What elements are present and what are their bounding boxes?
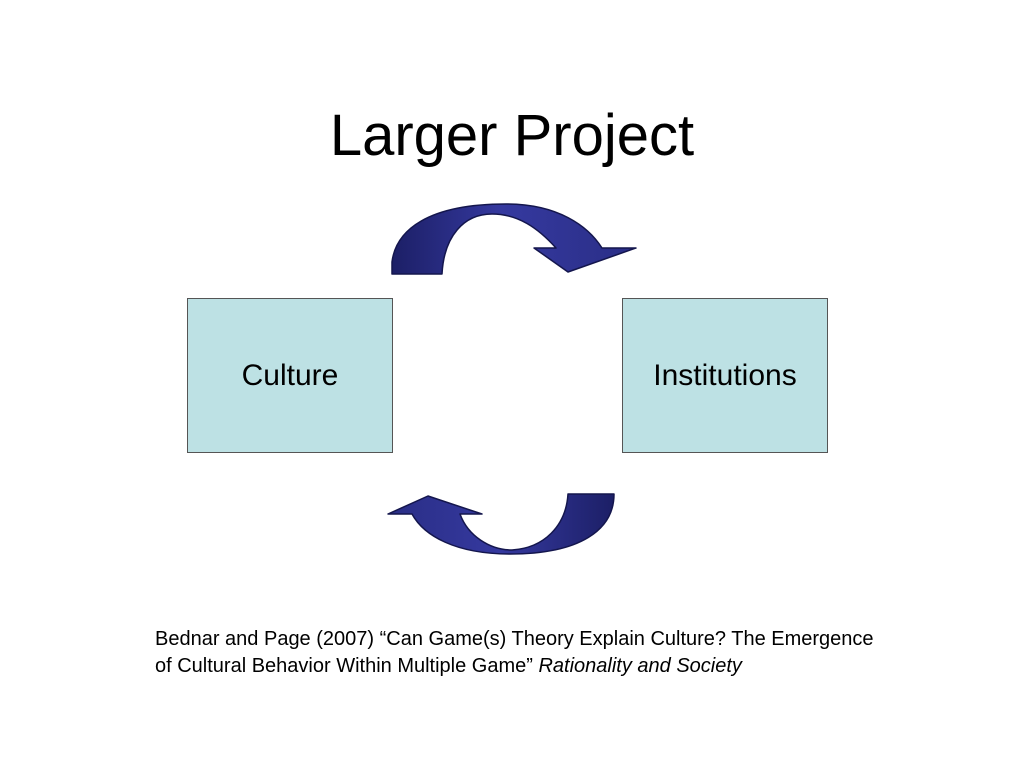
- slide-title: Larger Project: [329, 103, 695, 168]
- arrow-culture-to-institutions: [391, 203, 637, 275]
- culture-label: Culture: [241, 358, 339, 392]
- arrow-bottom-shape: [387, 493, 615, 555]
- arrow-institutions-to-culture: [387, 493, 615, 555]
- culture-box: Culture: [187, 298, 393, 453]
- institutions-label: Institutions: [653, 358, 797, 392]
- citation-text: Bednar and Page (2007) “Can Game(s) Theo…: [155, 628, 874, 677]
- citation: Bednar and Page (2007) “Can Game(s) Theo…: [155, 626, 895, 680]
- citation-journal: Rationality and Society: [538, 655, 742, 677]
- arrow-top-shape: [391, 203, 637, 275]
- institutions-box: Institutions: [622, 298, 828, 453]
